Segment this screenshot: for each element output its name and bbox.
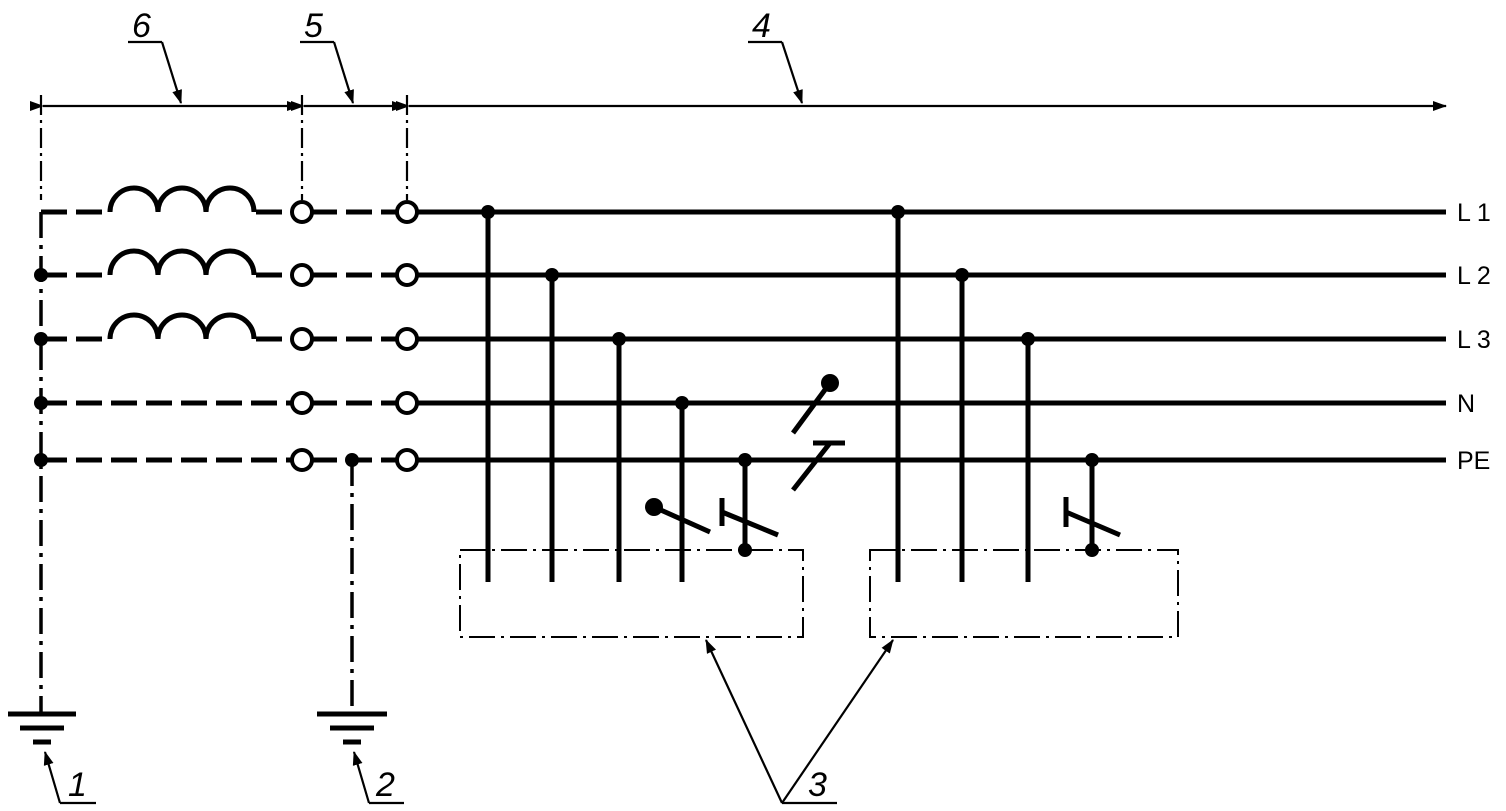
equipment-2 xyxy=(869,205,1179,638)
callout-2: 2 xyxy=(375,766,395,804)
equipment-1 xyxy=(459,205,804,638)
transformer-windings xyxy=(107,185,257,340)
winding-l1 xyxy=(107,185,257,213)
terminals xyxy=(290,200,419,472)
winding-l2 xyxy=(107,248,257,276)
callout-3: 3 xyxy=(808,766,827,804)
earth-symbol-1 xyxy=(8,711,76,745)
label-n: N xyxy=(1457,390,1475,418)
label-l2: L 2 xyxy=(1457,262,1491,290)
conductor-break-symbols xyxy=(645,374,1121,538)
label-pe: PE xyxy=(1457,447,1490,475)
callout-numbers: 6 5 4 1 2 3 xyxy=(68,7,827,804)
callout-4: 4 xyxy=(752,7,771,45)
installation-conductors xyxy=(416,209,1446,463)
winding-l3 xyxy=(107,312,257,340)
callout-1: 1 xyxy=(68,766,87,804)
dimension-lines xyxy=(30,95,1447,200)
callout-6: 6 xyxy=(132,7,151,45)
earth-symbol-2 xyxy=(317,711,387,745)
source-conductors xyxy=(41,209,398,463)
label-l1: L 1 xyxy=(1457,199,1491,227)
callout-5: 5 xyxy=(304,7,323,45)
pe-earth-connection xyxy=(345,453,359,712)
conductor-labels: L 1 L 2 L 3 N PE xyxy=(1457,199,1491,475)
star-point-junctions xyxy=(34,268,48,467)
callout-leaders xyxy=(43,40,894,805)
label-l3: L 3 xyxy=(1457,326,1491,354)
